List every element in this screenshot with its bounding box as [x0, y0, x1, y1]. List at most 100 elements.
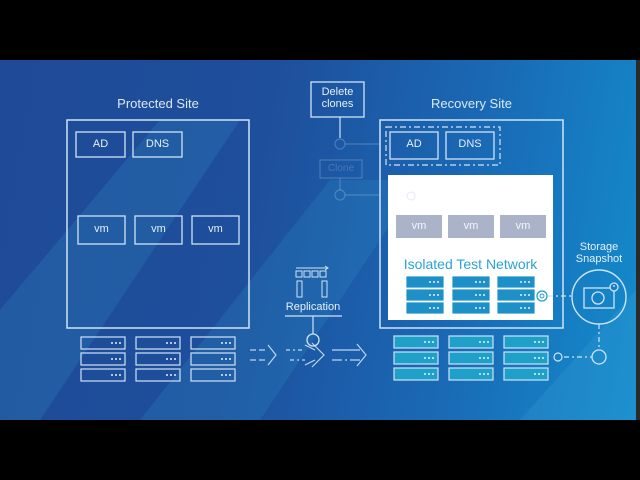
server-unit	[497, 302, 535, 314]
server-led	[428, 341, 430, 343]
recovery-site-frame	[379, 119, 564, 329]
server-led	[538, 341, 540, 343]
server-unit	[497, 276, 535, 288]
server-unit	[503, 335, 549, 349]
recovery-dns-box	[445, 131, 495, 160]
server-unit	[503, 351, 549, 365]
target-node-icon	[536, 290, 548, 302]
server-led	[534, 373, 536, 375]
clone-box	[319, 159, 363, 179]
server-led	[538, 373, 540, 375]
delete-clones-label: Delete clones	[321, 86, 354, 110]
server-led	[174, 342, 176, 344]
protected-vm-label: vm	[151, 223, 166, 235]
protected-ad-box	[75, 131, 126, 158]
server-unit	[80, 336, 126, 350]
server-led	[538, 357, 540, 359]
server-unit	[190, 368, 236, 382]
server-led	[221, 342, 223, 344]
isolated-vm-box	[396, 215, 442, 238]
server-unit	[406, 302, 444, 314]
server-led	[429, 307, 431, 309]
server-led	[166, 342, 168, 344]
server-led	[475, 307, 477, 309]
server-led	[520, 307, 522, 309]
server-led	[528, 294, 530, 296]
server-led	[433, 294, 435, 296]
server-led	[119, 374, 121, 376]
server-led	[429, 294, 431, 296]
server-unit	[448, 335, 494, 349]
recovery-server-racks	[393, 335, 549, 381]
clone-label: Clone	[327, 163, 355, 174]
server-unit	[452, 289, 490, 301]
server-led	[479, 294, 481, 296]
server-led	[119, 342, 121, 344]
server-led	[479, 357, 481, 359]
server-led	[166, 374, 168, 376]
server-led	[115, 358, 117, 360]
server-unit	[393, 367, 439, 381]
protected-vm-box	[134, 215, 183, 245]
server-led	[520, 281, 522, 283]
server-led	[542, 341, 544, 343]
faint-node	[334, 138, 346, 150]
server-led	[174, 374, 176, 376]
server-led	[119, 358, 121, 360]
server-led	[487, 341, 489, 343]
server-unit	[448, 367, 494, 381]
server-led	[542, 373, 544, 375]
server-unit	[393, 335, 439, 349]
server-led	[111, 342, 113, 344]
camera-clock-icon	[583, 282, 619, 309]
protected-server-racks	[80, 336, 236, 382]
server-led	[429, 281, 431, 283]
server-led	[174, 358, 176, 360]
replication-label: Replication	[285, 301, 341, 313]
server-led	[524, 294, 526, 296]
server-led	[432, 357, 434, 359]
isolated-vm-label: vm	[515, 220, 531, 232]
server-unit	[80, 368, 126, 382]
server-led	[483, 373, 485, 375]
isolated-vm-label: vm	[411, 220, 427, 232]
server-led	[170, 374, 172, 376]
server-led	[428, 373, 430, 375]
protected-vm-label: vm	[94, 223, 109, 235]
server-led	[479, 373, 481, 375]
server-led	[479, 307, 481, 309]
server-led	[483, 307, 485, 309]
server-unit	[448, 351, 494, 365]
server-led	[229, 358, 231, 360]
server-led	[524, 281, 526, 283]
server-led	[170, 358, 172, 360]
server-led	[221, 358, 223, 360]
server-unit	[406, 289, 444, 301]
server-led	[428, 357, 430, 359]
protected-vm-box	[77, 215, 126, 245]
server-led	[483, 281, 485, 283]
protected-site-title: Protected Site	[117, 96, 199, 111]
bg-stripe	[140, 180, 420, 420]
snapshot-circle	[571, 269, 627, 325]
server-led	[225, 342, 227, 344]
protected-vm-box	[191, 215, 240, 245]
server-led	[483, 341, 485, 343]
server-led	[166, 358, 168, 360]
server-led	[424, 357, 426, 359]
server-led	[542, 357, 544, 359]
server-led	[487, 373, 489, 375]
server-unit	[393, 351, 439, 365]
server-led	[520, 294, 522, 296]
faint-node	[334, 189, 346, 201]
delete-clones-box	[310, 81, 365, 118]
isolated-vm-box	[448, 215, 494, 238]
server-led	[534, 341, 536, 343]
isolated-vm-label: vm	[463, 220, 479, 232]
replication-icon	[295, 265, 329, 298]
protected-dns-label: DNS	[145, 138, 170, 150]
server-unit	[452, 276, 490, 288]
server-led	[437, 294, 439, 296]
storage-snapshot-label: Storage Snapshot	[575, 241, 623, 265]
server-led	[229, 374, 231, 376]
